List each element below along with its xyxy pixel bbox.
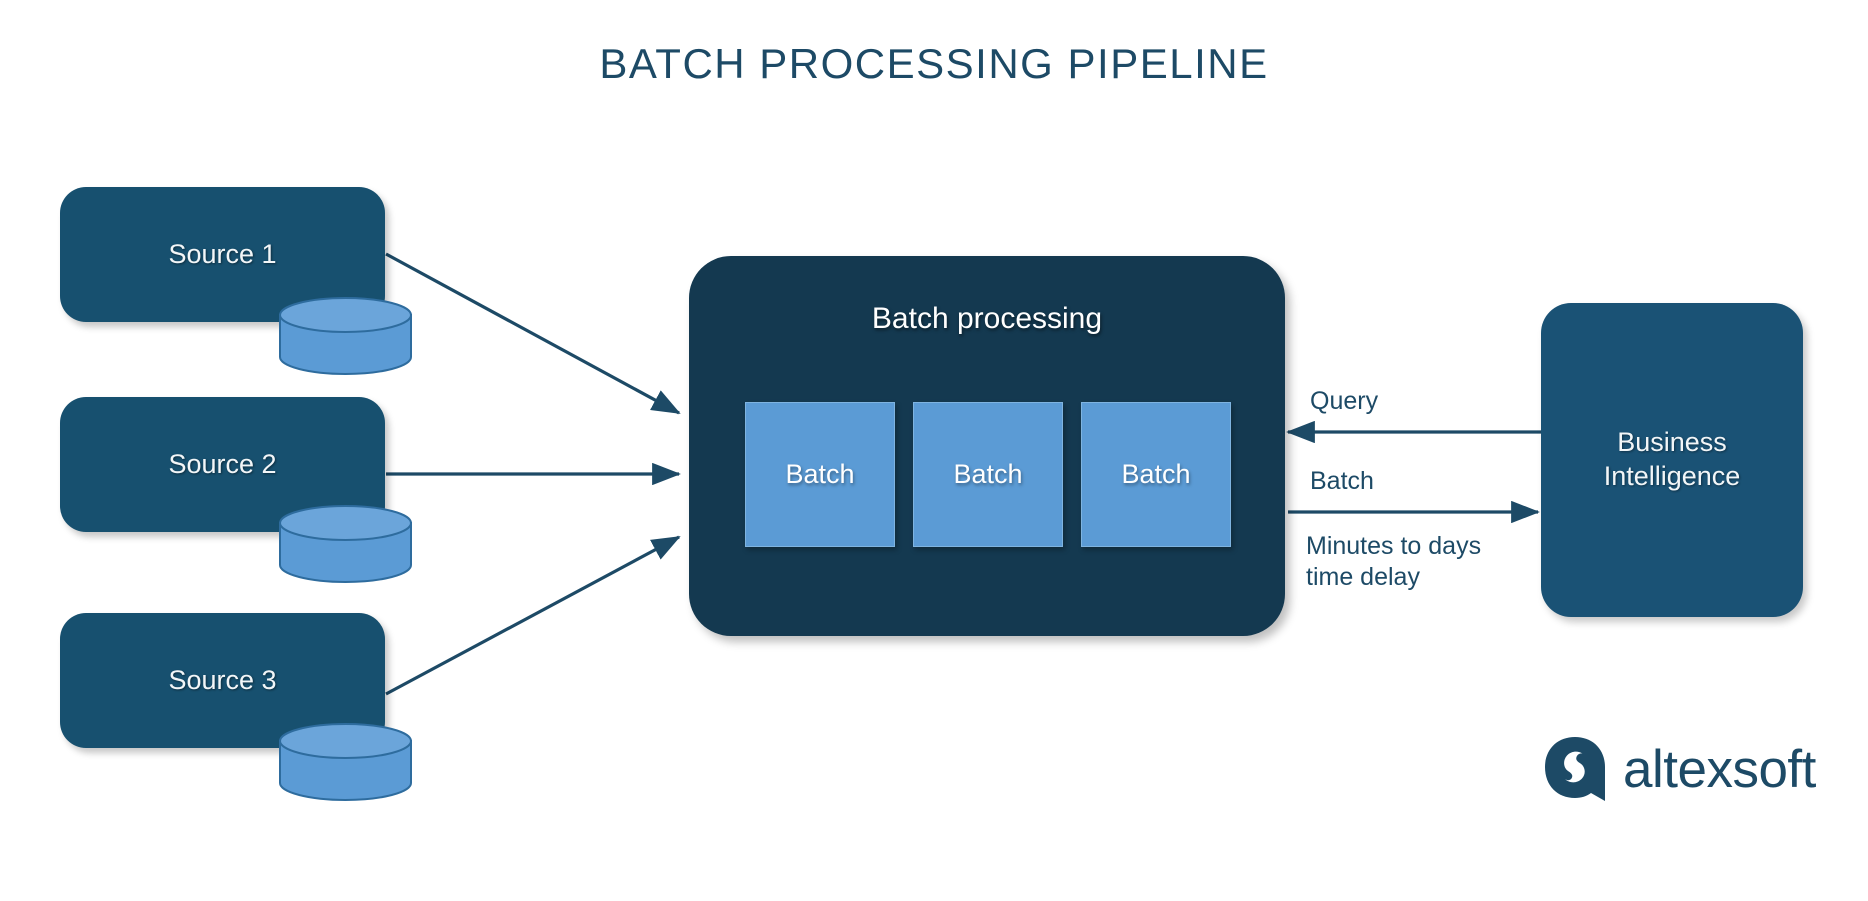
batch-processing-title: Batch processing xyxy=(871,302,1103,335)
business-intelligence-node[interactable]: Business Intelligence xyxy=(1541,303,1803,617)
batch-box-3-label: Batch xyxy=(1121,459,1191,489)
database-cylinder-icon xyxy=(278,505,413,583)
altexsoft-logo: altexsoft xyxy=(1541,733,1816,805)
altexsoft-speech-bubble-icon xyxy=(1545,737,1605,801)
edge-source3-to-processor xyxy=(385,535,681,696)
page-title: BATCH PROCESSING PIPELINE xyxy=(599,40,1269,87)
edge-source1-to-processor xyxy=(385,252,681,415)
source-node-1-label: Source 1 xyxy=(168,239,277,269)
business-intelligence-label: Business Intelligence xyxy=(1603,427,1741,491)
edge-label-batch: Batch xyxy=(1310,467,1374,495)
batch-box-1[interactable]: Batch xyxy=(745,402,895,547)
source-node-2-label: Source 2 xyxy=(168,449,277,479)
altexsoft-wordmark: altexsoft xyxy=(1623,739,1816,799)
batch-box-1-label: Batch xyxy=(785,459,855,489)
batch-processing-container[interactable]: Batch processing Batch Batch Batch xyxy=(689,256,1285,636)
batch-box-3[interactable]: Batch xyxy=(1081,402,1231,547)
batch-box-2-label: Batch xyxy=(953,459,1023,489)
batch-box-2[interactable]: Batch xyxy=(913,402,1063,547)
source-node-3-label: Source 3 xyxy=(168,665,277,695)
edge-label-time-delay: Minutes to days time delay xyxy=(1306,532,1482,591)
database-cylinder-icon xyxy=(278,723,413,801)
edge-label-query: Query xyxy=(1310,387,1379,415)
database-cylinder-icon xyxy=(278,297,413,375)
